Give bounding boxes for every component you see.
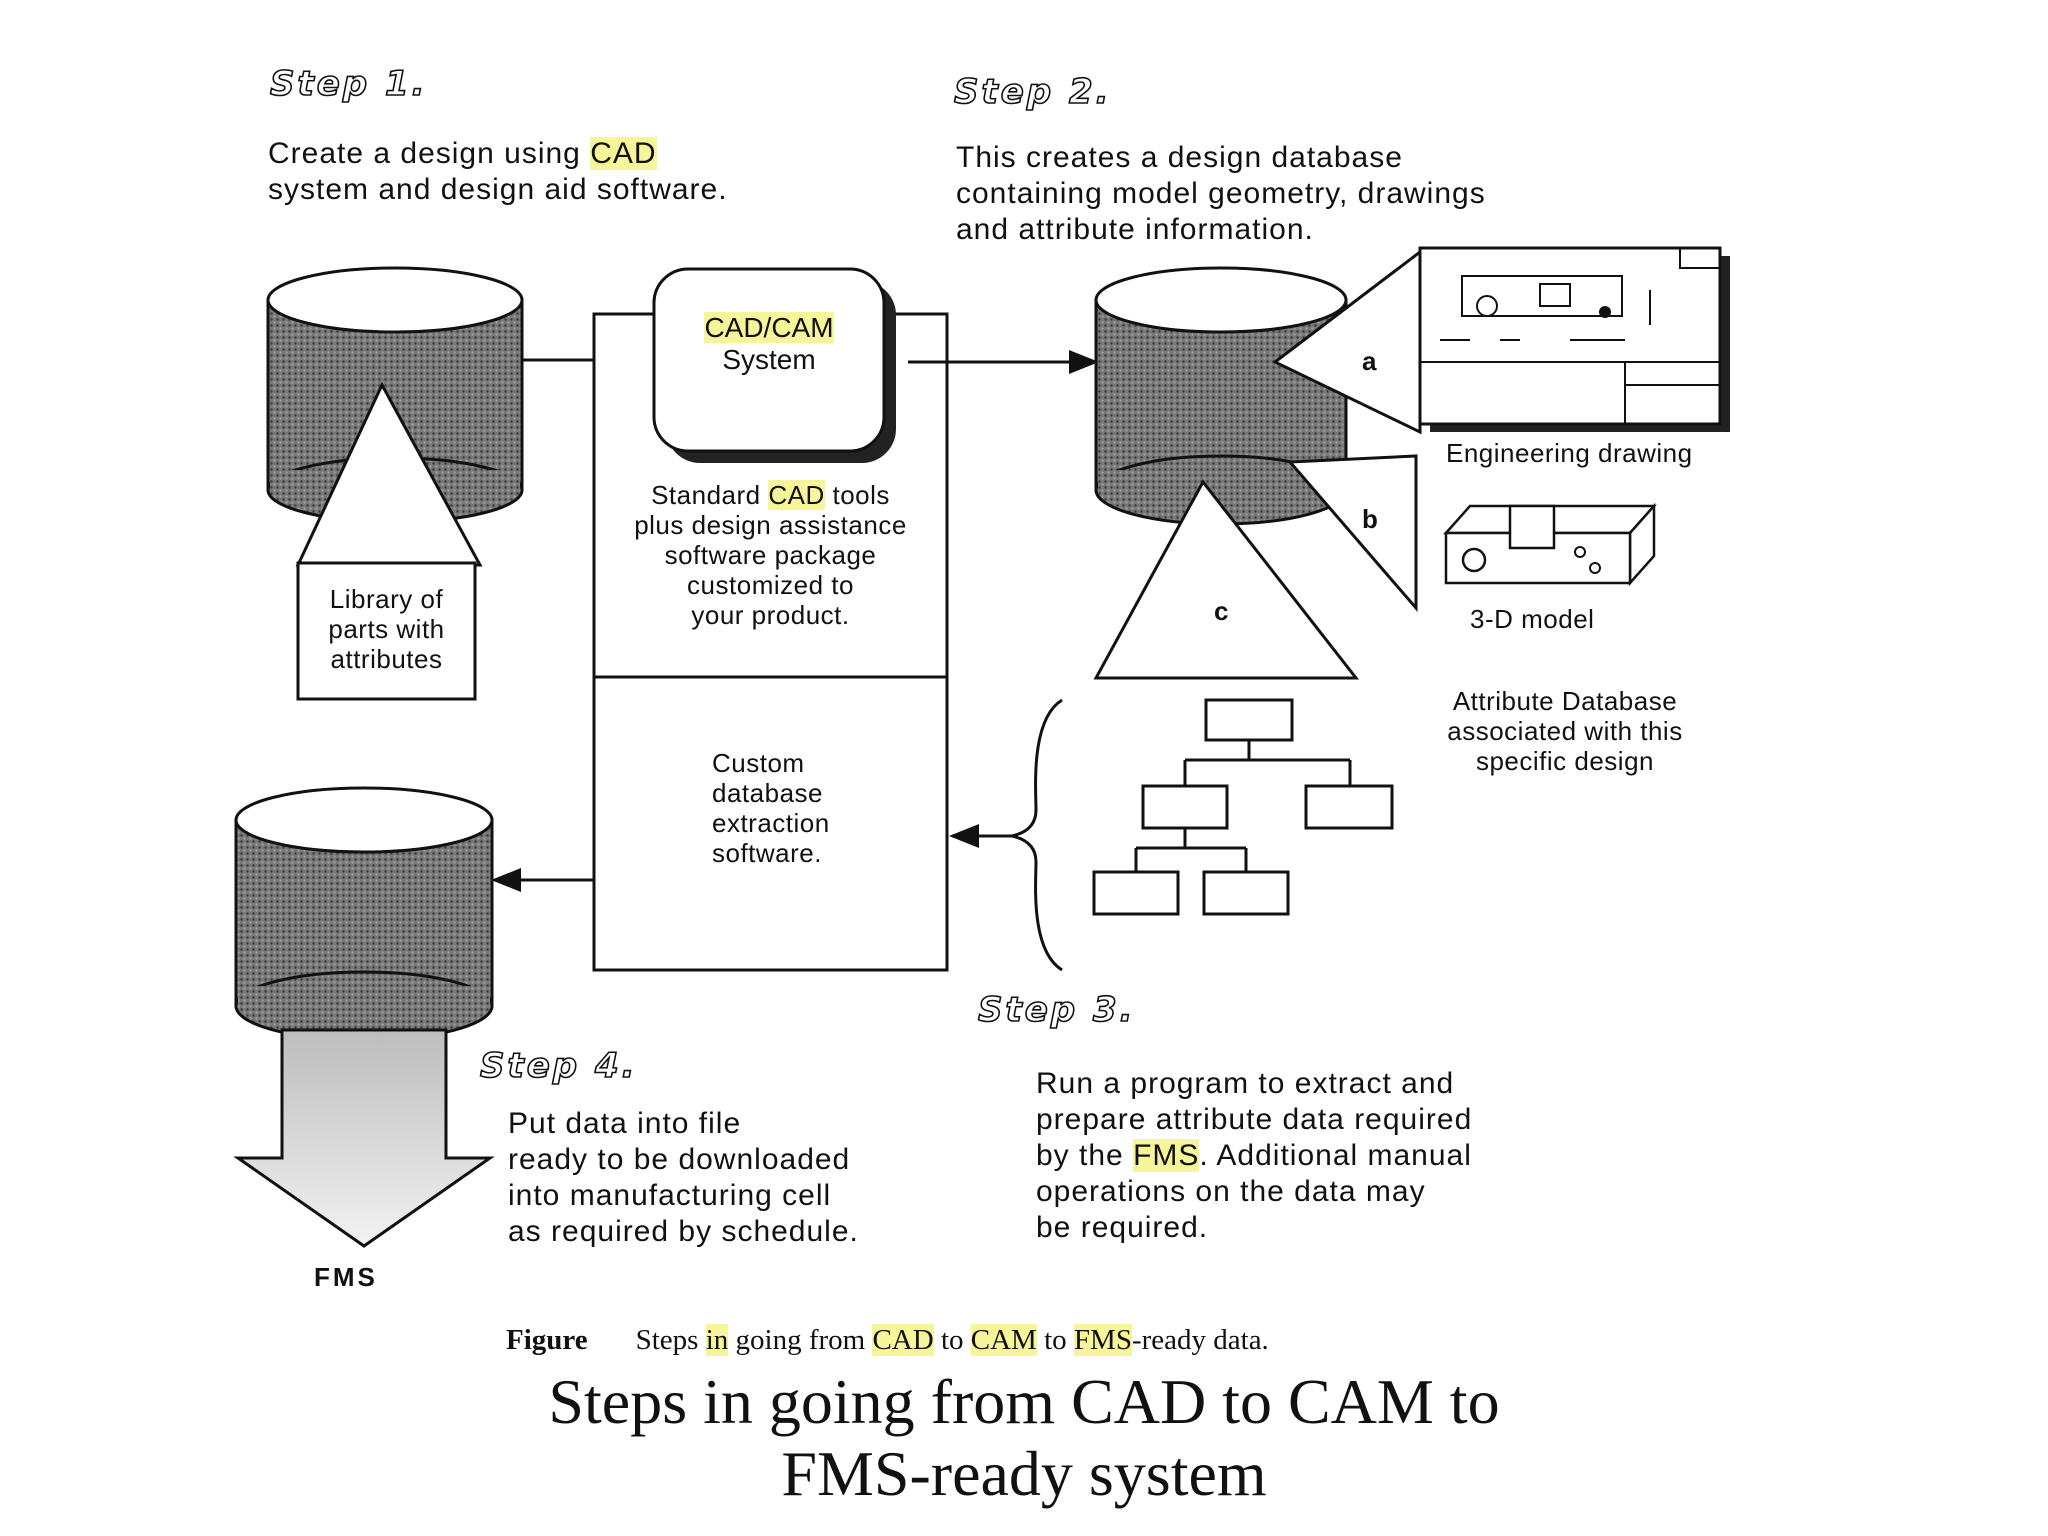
- fms-label: FMS: [314, 1262, 378, 1292]
- slide-title-line1: Steps in going from CAD to CAM to: [548, 1366, 1500, 1437]
- design-database-cylinder: [1094, 266, 1348, 526]
- output-database-cylinder: [234, 786, 494, 1042]
- engineering-drawing-label: Engineering drawing: [1446, 438, 1693, 468]
- library-pointer: [295, 381, 483, 701]
- attribute-database-label: Attribute Database associated with this …: [1447, 686, 1683, 776]
- extraction-software-label: Custom database extraction software.: [712, 748, 830, 868]
- triangle-c-label: c: [1214, 596, 1229, 626]
- slide-title: Steps in going from CAD to CAM to FMS-re…: [0, 1366, 2048, 1510]
- triangle-b-label: b: [1362, 504, 1379, 534]
- step3-title: Step 3.: [977, 989, 1136, 1031]
- step4-title: Step 4.: [479, 1045, 638, 1087]
- step1-text: Create a design using CAD system and des…: [268, 137, 728, 206]
- step3-text: Run a program to extract and prepare att…: [1036, 1067, 1473, 1244]
- engineering-drawing-icon: [1418, 246, 1730, 432]
- library-label: Library of parts with attributes: [328, 584, 445, 674]
- triangle-c: [1093, 479, 1360, 680]
- step2-title: Step 2.: [953, 71, 1112, 113]
- triangle-b: [1286, 454, 1418, 613]
- attribute-tree-icon: [1092, 698, 1394, 916]
- figure-label: Figure: [506, 1324, 588, 1356]
- cadcam-label: CAD/CAM System: [654, 312, 884, 376]
- cadcam-title: CAD/CAM: [704, 312, 834, 343]
- model-3d-icon: [1443, 502, 1657, 587]
- step1-title: Step 1.: [269, 63, 428, 105]
- slide-title-line2: FMS-ready system: [781, 1438, 1267, 1509]
- brace-icon: [1011, 698, 1063, 972]
- cadcam-subtitle: System: [722, 344, 816, 375]
- triangle-a-label: a: [1362, 346, 1377, 376]
- model-3d-label: 3-D model: [1470, 604, 1595, 634]
- down-arrow-icon: [233, 1028, 495, 1248]
- tools-description: Standard CAD tools plus design assistanc…: [634, 480, 907, 630]
- step4-text: Put data into file ready to be downloade…: [508, 1107, 859, 1248]
- step2-text: This creates a design database containin…: [956, 141, 1486, 246]
